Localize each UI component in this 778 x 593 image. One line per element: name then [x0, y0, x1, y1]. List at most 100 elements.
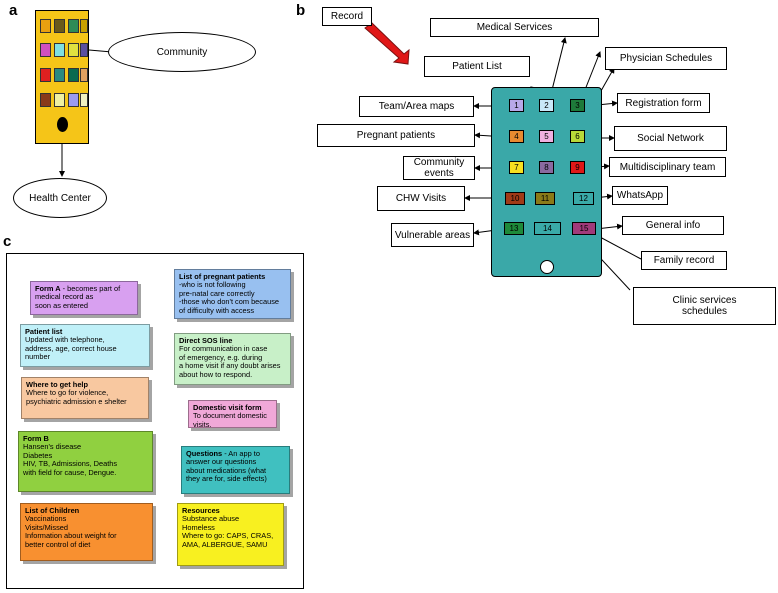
whatsapp-box: WhatsApp — [612, 186, 668, 205]
note-line: number — [25, 352, 51, 362]
note-title: Questions — [186, 449, 223, 458]
note-line: about how to respond. — [179, 369, 253, 379]
key-12: 12 — [573, 192, 594, 205]
key-11: 11 — [535, 192, 555, 205]
building-window — [54, 19, 65, 33]
multidisciplinary-team-label: Multidisciplinary team — [619, 161, 716, 173]
key-12-label: 12 — [579, 194, 588, 203]
key-1: 1 — [509, 99, 524, 112]
key-3-label: 3 — [575, 101, 580, 110]
key-14: 14 — [534, 222, 561, 235]
building — [35, 10, 89, 144]
pregnant-patients-box: Pregnant patients — [317, 124, 475, 147]
key-6-label: 6 — [575, 132, 580, 141]
note-title: Form A — [35, 284, 61, 293]
clinic-services-schedules-label: Clinic services schedules — [672, 295, 737, 317]
key-3: 3 — [570, 99, 585, 112]
key-8-label: 8 — [544, 163, 549, 172]
building-window — [80, 93, 88, 107]
note-line: Updated with telephone, — [25, 335, 105, 345]
building-window — [40, 19, 51, 33]
note-title: Domestic visit form — [193, 403, 262, 412]
community-ellipse: Community — [108, 32, 256, 72]
note-line: psychiatric admission e shelter — [26, 396, 127, 406]
note-line: with field for cause, Dengue. — [23, 467, 117, 477]
note-line: -who is not following — [179, 280, 246, 290]
health-center-label: Health Center — [29, 192, 91, 204]
multidisciplinary-team-box: Multidisciplinary team — [609, 157, 726, 177]
building-window — [68, 93, 79, 107]
patient-list-label: Patient List — [452, 61, 502, 72]
note-line: address, age, correct house — [25, 343, 117, 353]
note-line: Where to go for violence, — [26, 388, 109, 398]
building-window — [40, 93, 51, 107]
note-title: List of pregnant patients — [179, 272, 266, 281]
social-network-box: Social Network — [614, 126, 727, 151]
team-area-maps-label: Team/Area maps — [378, 101, 455, 112]
building-window — [68, 43, 79, 57]
pregnant-patients-label: Pregnant patients — [356, 130, 436, 141]
key-2: 2 — [539, 99, 554, 112]
key-4: 4 — [509, 130, 524, 143]
note-title: Where to get help — [26, 380, 89, 389]
note-title: Patient list — [25, 327, 63, 336]
note-title: Direct SOS line — [179, 336, 233, 345]
note-line: Vaccinations — [25, 514, 67, 524]
key-15: 15 — [572, 222, 596, 235]
note-line: answer our questions — [186, 457, 257, 467]
note-line: Where to go: CAPS, CRAS, — [182, 531, 274, 541]
key-4-label: 4 — [514, 132, 519, 141]
vulnerable-areas-box: Vulnerable areas — [391, 223, 474, 247]
note-line: Information about weight for — [25, 531, 117, 541]
building-window — [80, 43, 88, 57]
phone-home-button — [540, 260, 554, 274]
key-7-label: 7 — [514, 163, 519, 172]
note-line: AMA, ALBERGUE, SAMU — [182, 539, 268, 549]
building-window — [54, 93, 65, 107]
key-1-label: 1 — [514, 101, 519, 110]
vulnerable-areas-label: Vulnerable areas — [394, 229, 471, 241]
note-line: Substance abuse — [182, 514, 240, 524]
note-line: pre-natal care correctly — [179, 288, 255, 298]
note-line: Visits/Missed — [25, 522, 68, 532]
medical-services-box: Medical Services — [430, 18, 599, 37]
note-line: For communication in case — [179, 344, 268, 354]
note-line: HIV, TB, Admissions, Deaths — [23, 459, 118, 469]
key-5: 5 — [539, 130, 554, 143]
medical-services-label: Medical Services — [476, 22, 553, 33]
note-title: Form B — [23, 434, 49, 443]
panel-c-frame — [6, 253, 304, 589]
note-line: Hansen's disease — [23, 442, 82, 452]
phone-body — [491, 87, 602, 277]
panel-b-letter: b — [296, 2, 306, 19]
community-events-box: Community events — [403, 156, 475, 180]
building-window — [80, 68, 88, 82]
key-13: 13 — [504, 222, 524, 235]
key-10-label: 10 — [510, 194, 520, 203]
building-window — [40, 68, 51, 82]
note-line: Diabetes — [23, 450, 53, 460]
note-line: of difficulty with access — [179, 305, 255, 315]
note-title: List of Children — [25, 506, 80, 515]
panel-a-letter: a — [9, 2, 18, 19]
note-line: - becomes part of — [60, 284, 121, 293]
team-area-maps-box: Team/Area maps — [359, 96, 474, 117]
building-window — [68, 68, 79, 82]
chw-visits-label: CHW Visits — [395, 193, 447, 204]
building-window — [80, 19, 88, 33]
key-6: 6 — [570, 130, 585, 143]
community-events-label: Community events — [413, 157, 465, 179]
key-11-label: 11 — [540, 194, 550, 203]
note-title: Resources — [182, 506, 220, 515]
key-9-label: 9 — [575, 163, 580, 172]
chw-visits-box: CHW Visits — [377, 186, 465, 211]
record-label: Record — [330, 11, 364, 22]
record-red-arrow — [364, 22, 410, 65]
